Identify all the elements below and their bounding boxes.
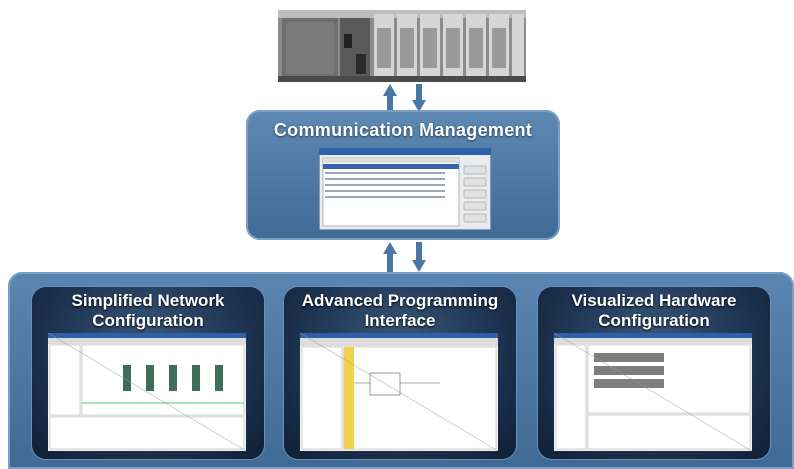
card-advanced-programming-interface: Advanced Programming Interface [284,287,516,459]
software-window-screenshot [554,333,752,451]
arrow-up-icon [383,84,426,112]
software-window-screenshot [319,148,491,230]
card-title-line-1: Advanced Programming [301,291,499,310]
card-title: Simplified Network Configuration [32,291,264,331]
card-simplified-network-configuration: Simplified Network Configuration [32,287,264,459]
software-window-screenshot [48,333,246,451]
card-title: Advanced Programming Interface [284,291,516,331]
arrow-down-icon [383,242,426,272]
card-title-line-2: Interface [364,311,436,330]
plc-hardware-image [278,10,526,82]
card-title-line-2: Configuration [598,311,710,330]
communication-management-panel: Communication Management [246,110,560,240]
card-title-line-1: Simplified Network [71,291,225,310]
card-title-line-2: Configuration [92,311,204,330]
card-title: Visualized Hardware Configuration [538,291,770,331]
card-title-line-1: Visualized Hardware [571,291,737,310]
software-window-screenshot [300,333,498,451]
card-visualized-hardware-configuration: Visualized Hardware Configuration [538,287,770,459]
communication-management-title: Communication Management [273,120,533,140]
